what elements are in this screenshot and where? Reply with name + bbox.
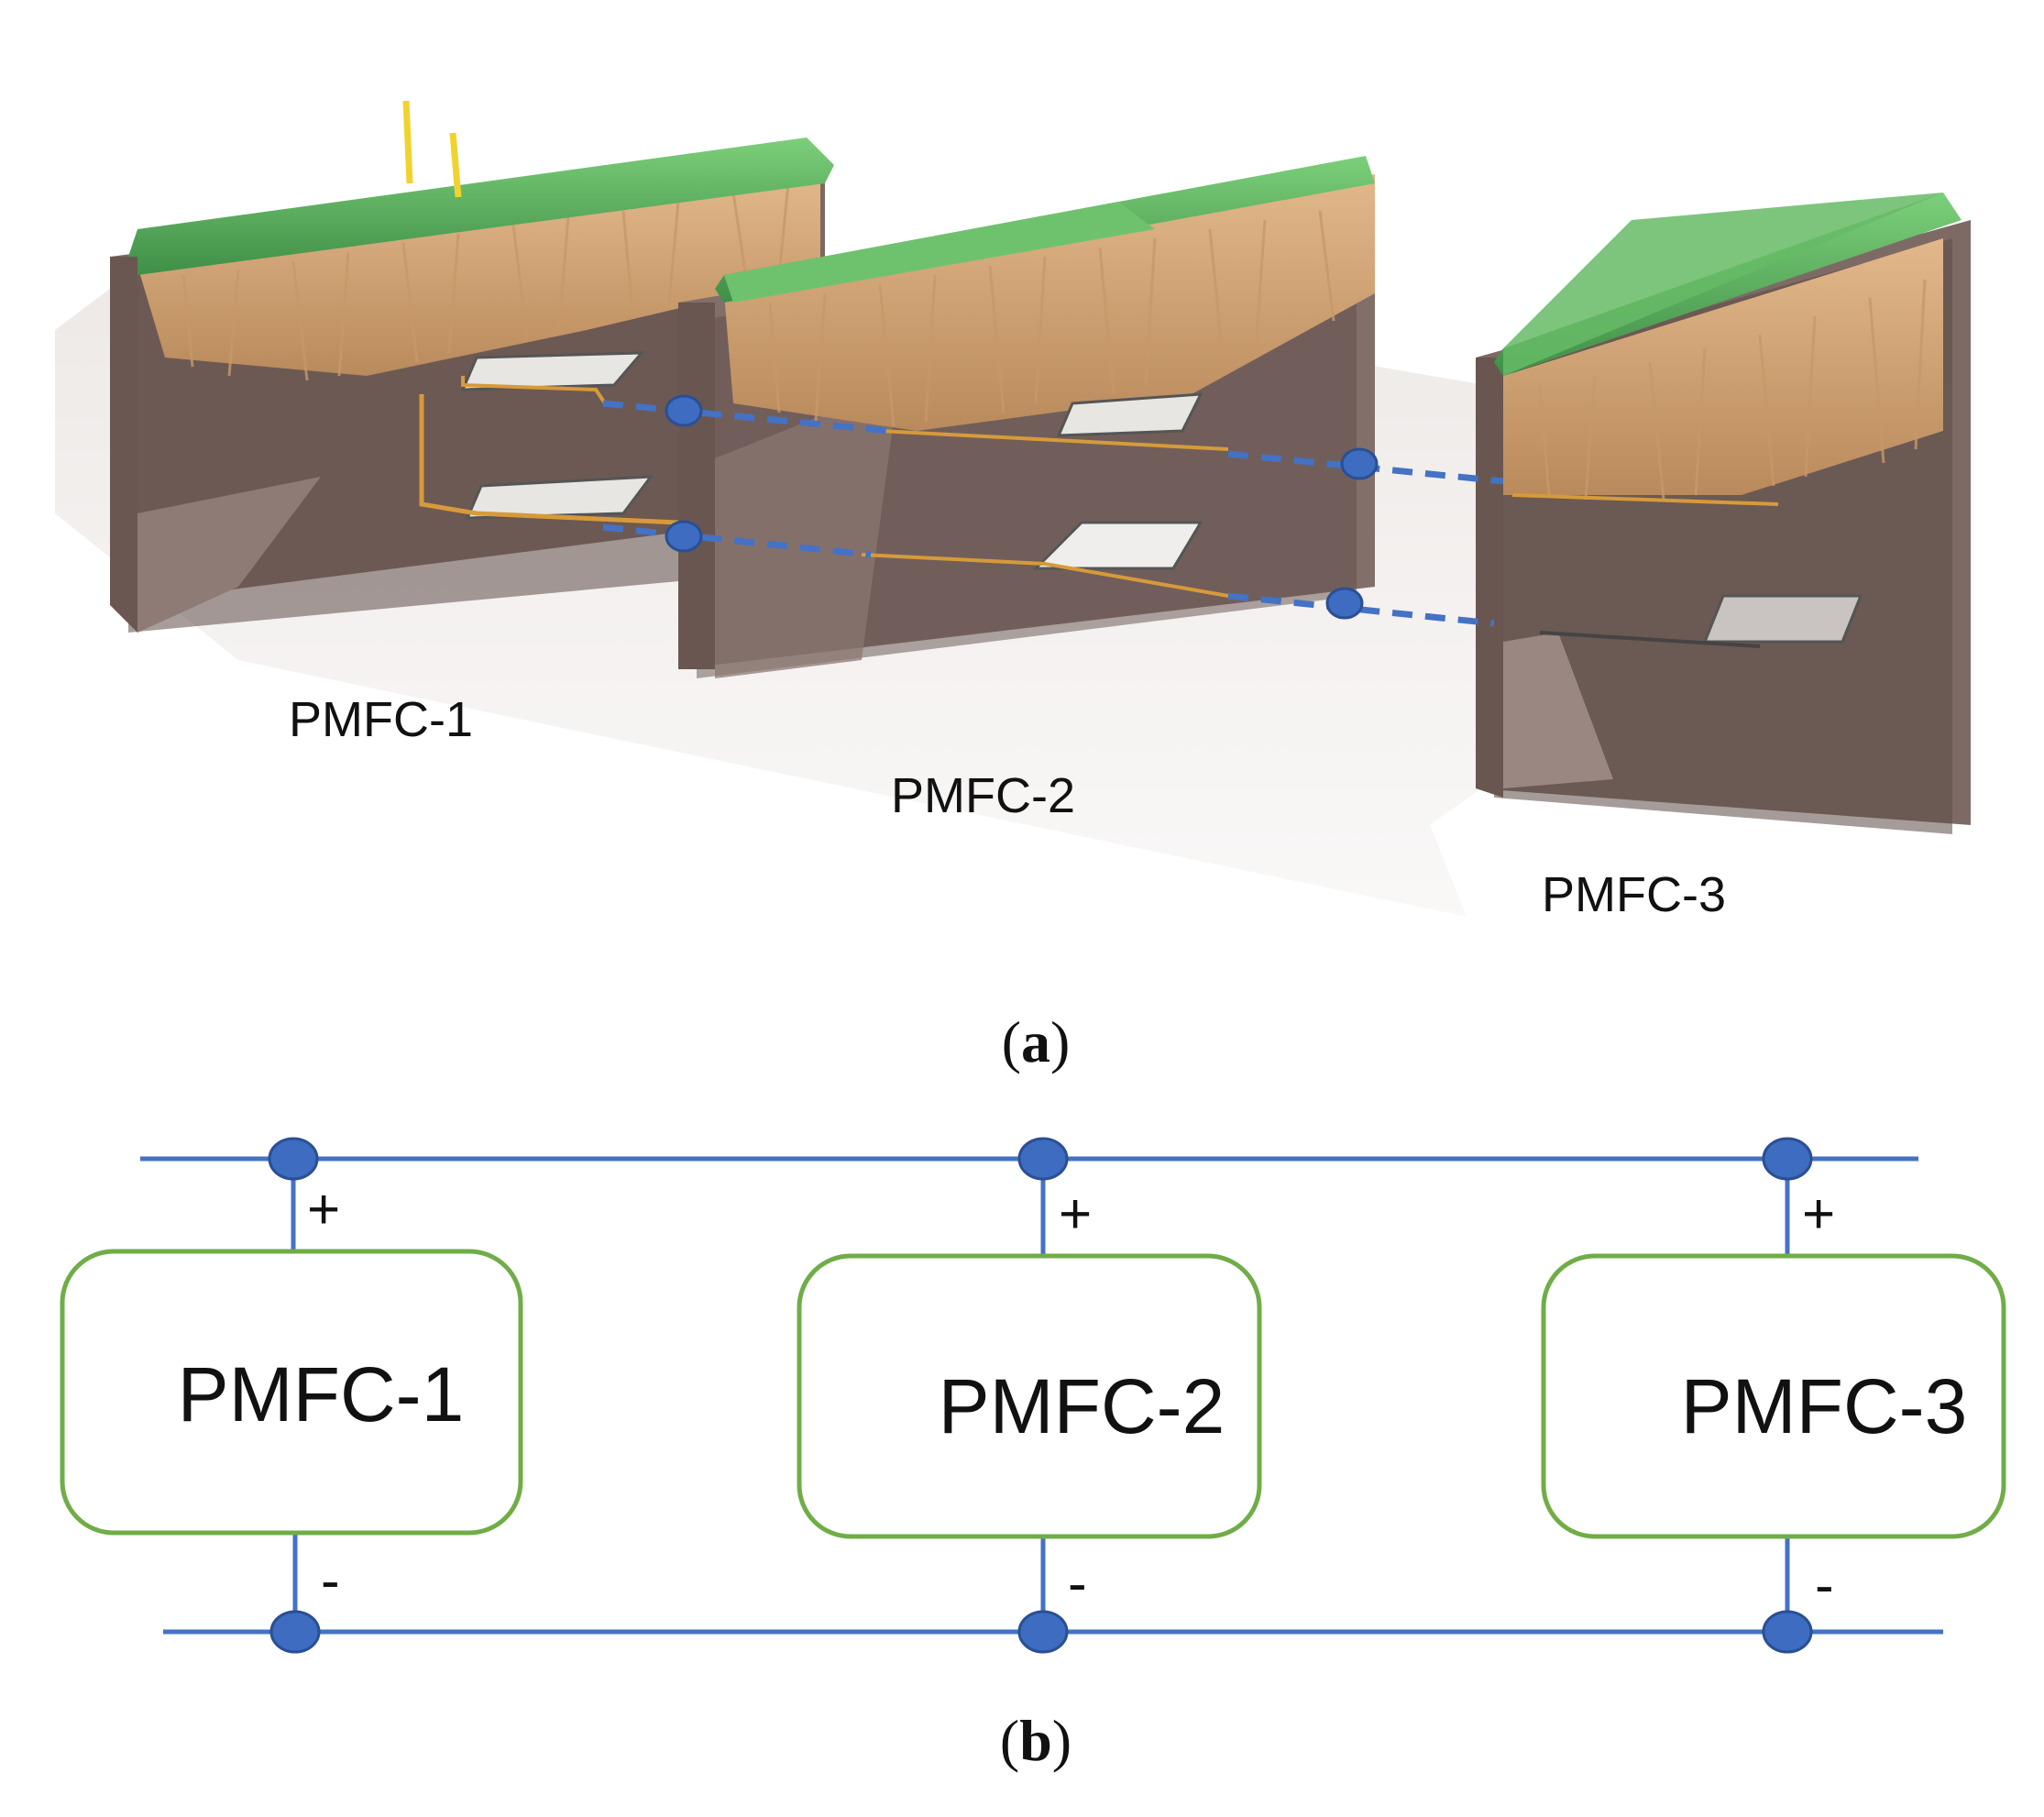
front-wall-lower xyxy=(1503,633,1613,788)
cable-lower xyxy=(419,394,679,525)
node xyxy=(665,520,703,553)
pmfc-1-cell-3d xyxy=(110,100,834,633)
pmfc-1-box-label: PMFC-1 xyxy=(178,1351,465,1437)
root-strands xyxy=(768,210,1335,427)
electrode-upper xyxy=(460,351,645,391)
pmfc-3-minus: - xyxy=(1815,1554,1834,1617)
pmfc-2-schematic: PMFC-2 + - xyxy=(797,1137,1262,1654)
pmfc-2-label-3d: PMFC-2 xyxy=(891,768,1075,823)
pmfc-2-box-label: PMFC-2 xyxy=(939,1363,1225,1449)
cable-upper xyxy=(879,429,1229,451)
pmfc-2-plus: + xyxy=(1059,1183,1092,1246)
caption-paren-close: ) xyxy=(1050,1009,1070,1074)
pmfc-1-box xyxy=(60,1249,523,1536)
pmfc-3-negative-node xyxy=(1762,1610,1813,1654)
pmfc-3-label-3d: PMFC-3 xyxy=(1542,867,1726,922)
roots-layer xyxy=(137,174,820,376)
probe-2 xyxy=(449,132,462,198)
node xyxy=(1340,447,1379,480)
cable-upper xyxy=(461,376,607,405)
front-wall xyxy=(678,303,715,669)
pmfc-3-plus: + xyxy=(1802,1183,1835,1246)
node xyxy=(1325,587,1364,620)
electrode-upper xyxy=(1056,392,1203,437)
pmfc-1-schematic: PMFC-1 + - xyxy=(60,1137,523,1654)
pmfc-1-label-3d: PMFC-1 xyxy=(289,692,473,747)
cable-upper xyxy=(1511,493,1779,506)
panel-a-illustration: PMFC-1 PMFC-2 PMFC-3 (a) xyxy=(55,100,1971,1074)
cable-lower xyxy=(1539,631,1761,648)
pmfc-1-minus: - xyxy=(321,1549,340,1613)
pmfc-1-negative-node xyxy=(269,1610,321,1654)
pmfc-1-plus: + xyxy=(307,1178,340,1241)
pmfc-2-box xyxy=(797,1253,1262,1539)
pmfc-3-cell-3d xyxy=(1476,193,1971,834)
pmfc-3-positive-node xyxy=(1762,1137,1813,1181)
caption-paren-open: ( xyxy=(1000,1708,1019,1773)
root-strands xyxy=(181,182,790,381)
root-strands xyxy=(1538,279,1927,501)
pmfc-3-schematic: PMFC-3 + - xyxy=(1541,1137,2006,1654)
front-wall xyxy=(1476,358,1503,798)
grass-front-face xyxy=(1503,193,1943,376)
panel-b-caption: (b) xyxy=(1000,1708,1071,1773)
pmfc-2-positive-node xyxy=(1017,1137,1069,1181)
node xyxy=(665,394,703,427)
front-wall xyxy=(110,257,137,633)
front-wall-lower xyxy=(137,477,321,633)
pmfc-3-box xyxy=(1541,1253,2006,1539)
front-wall-shadow xyxy=(715,385,898,678)
roots-layer xyxy=(1503,238,1943,495)
caption-letter: a xyxy=(1021,1009,1050,1074)
panel-b-schematic: PMFC-1 + - PMFC-2 + - PMFC-3 + - xyxy=(60,1137,2006,1773)
electrode-lower xyxy=(465,475,654,520)
cable-lower xyxy=(861,553,1229,598)
pmfc-2-minus: - xyxy=(1068,1552,1087,1615)
electrode-lower xyxy=(1702,594,1863,644)
caption-paren-open: ( xyxy=(1002,1009,1021,1074)
pmfc-1-positive-node xyxy=(268,1137,319,1181)
pmfc-2-cell-3d xyxy=(678,156,1375,678)
pmfc-2-negative-node xyxy=(1017,1610,1069,1654)
grass-front-face xyxy=(724,202,1155,303)
pmfc-3-box-label: PMFC-3 xyxy=(1681,1363,1968,1449)
caption-letter: b xyxy=(1019,1708,1052,1773)
probe-1 xyxy=(402,100,413,184)
grass-top xyxy=(128,138,834,275)
electrode-lower xyxy=(1032,521,1203,570)
caption-paren-close: ) xyxy=(1052,1708,1071,1773)
connection-nodes-3d xyxy=(665,394,1379,620)
panel-a-caption: (a) xyxy=(1002,1009,1071,1074)
